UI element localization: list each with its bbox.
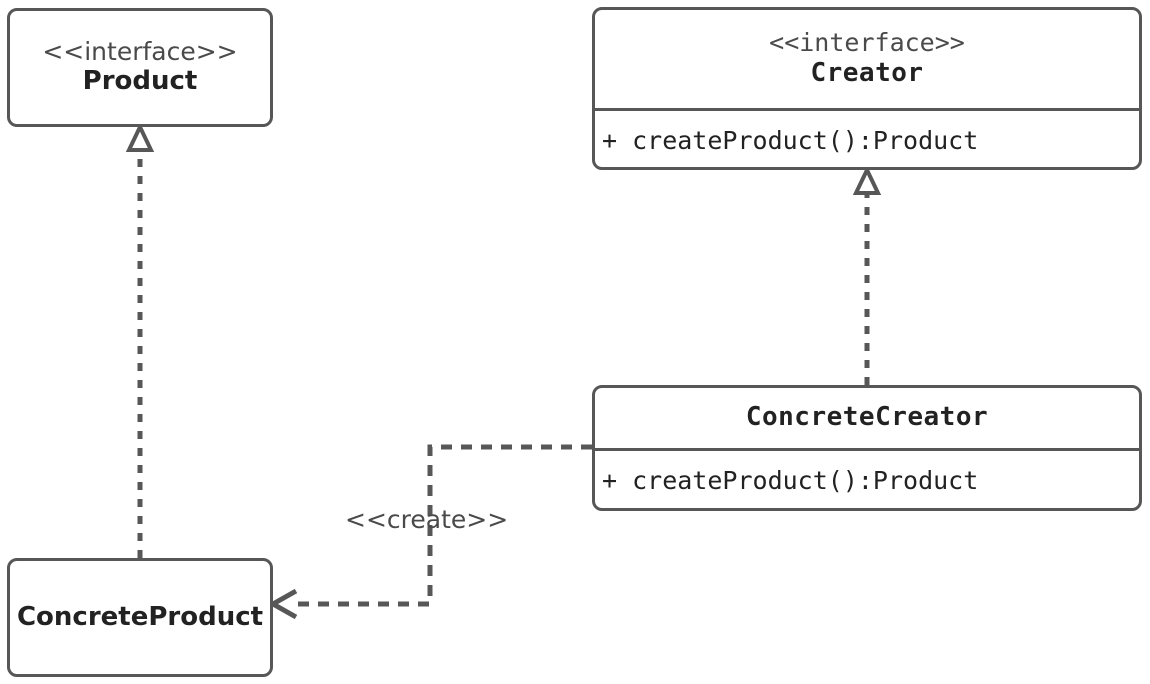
creator-operation-0: + createProduct():Product [602, 125, 979, 155]
edge-concretecreator-creates-concreteproduct [267, 444, 592, 620]
class-box-concretecreator[interactable]: ConcreteCreator + createProduct():Produc… [592, 385, 1142, 511]
product-class-name: Product [82, 66, 198, 97]
concretecreator-class-name: ConcreteCreator [745, 402, 989, 433]
product-stereotype: <<interface>> [42, 36, 238, 66]
create-dependency-label: <<create>> [345, 505, 509, 534]
class-box-concreteproduct[interactable]: ConcreteProduct [7, 558, 273, 677]
creator-header-compartment: <<interface>> Creator [595, 10, 1139, 111]
create-dependency-line [290, 444, 592, 607]
concreteproduct-class-name: ConcreteProduct [16, 601, 264, 632]
class-box-product[interactable]: <<interface>> Product [7, 8, 273, 127]
creator-stereotype: <<interface>> [769, 28, 965, 58]
concretecreator-operation-0: + createProduct():Product [602, 466, 979, 495]
creator-operations-compartment: + createProduct():Product [595, 111, 1139, 170]
edge-concreteproduct-realizes-product [125, 122, 155, 558]
concretecreator-header-compartment: ConcreteCreator [595, 388, 1139, 451]
product-header-compartment: <<interface>> Product [10, 11, 270, 124]
concretecreator-operations-compartment: + createProduct():Product [595, 451, 1139, 511]
hollow-triangle-arrowhead-creator [852, 165, 882, 195]
edge-concretecreator-realizes-creator [852, 165, 882, 385]
creator-class-name: Creator [810, 57, 924, 88]
concreteproduct-header-compartment: ConcreteProduct [10, 561, 270, 674]
class-box-creator[interactable]: <<interface>> Creator + createProduct():… [592, 7, 1142, 170]
hollow-triangle-arrowhead-product [125, 122, 155, 152]
open-arrowhead-concreteproduct [267, 588, 298, 620]
